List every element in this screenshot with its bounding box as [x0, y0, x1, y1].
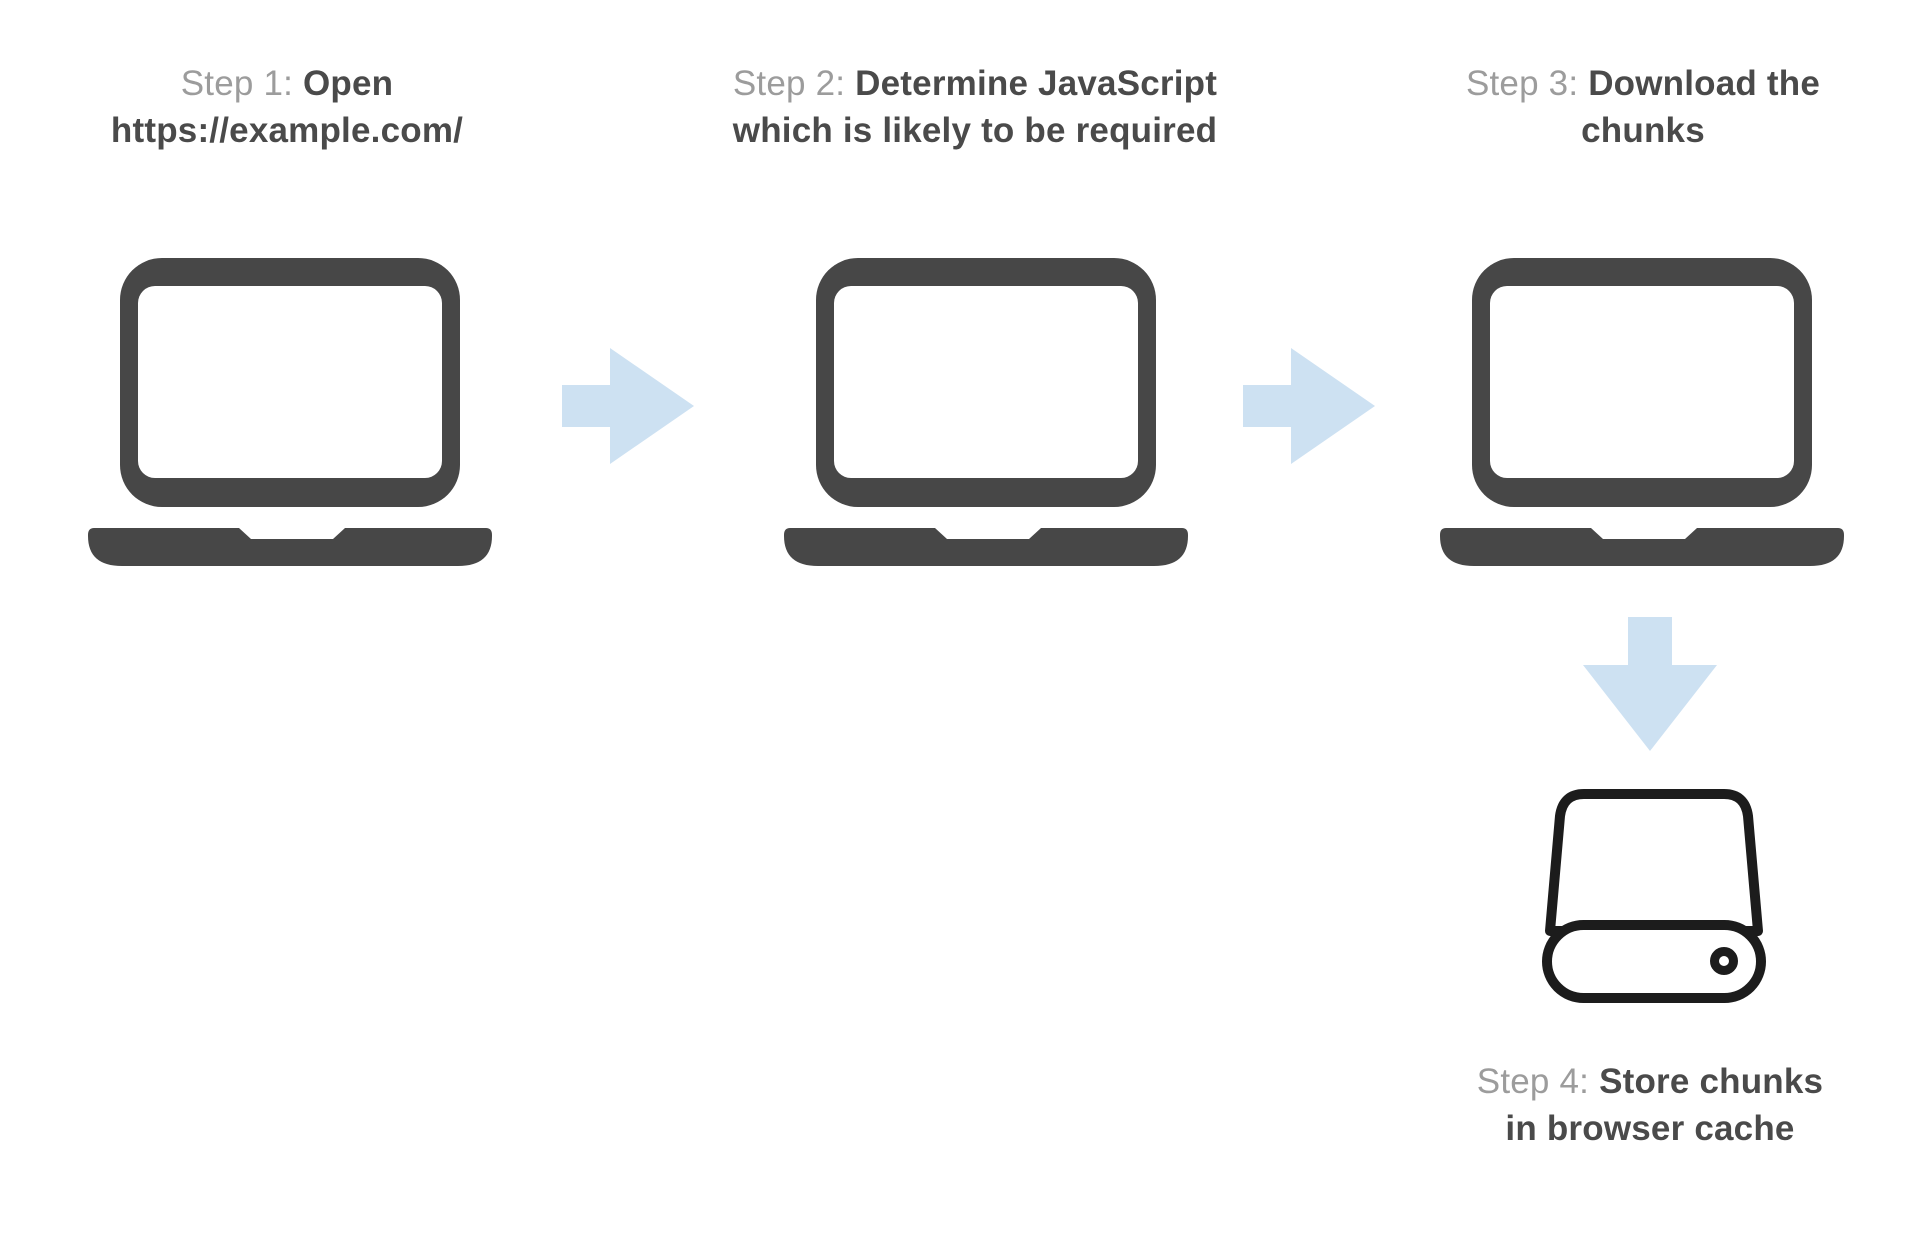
step-4-caption-line-2: in browser cache — [1505, 1109, 1795, 1148]
step-2-label: Step 2: — [732, 64, 846, 103]
arrow-right-icon — [1243, 348, 1375, 464]
step-3-caption-line-2: chunks — [1581, 111, 1705, 150]
step-4-label: Step 4: — [1476, 1062, 1590, 1101]
step-1-caption-line-1: Step 1: Open — [37, 60, 537, 107]
laptop-icon — [1440, 258, 1844, 566]
step-2-title: Determine JavaScript — [855, 64, 1218, 103]
step-2-caption: Step 2: Determine JavaScript which is li… — [655, 60, 1295, 154]
step-1-caption-line-2: https://example.com/ — [110, 111, 464, 150]
step-3-caption-line-1: Step 3: Download the — [1393, 60, 1893, 107]
step-2-caption-line-2: which is likely to be required — [732, 111, 1218, 150]
laptop-icon — [784, 258, 1188, 566]
step-3-title: Download the — [1588, 64, 1821, 103]
step-4-caption: Step 4: Store chunks in browser cache — [1400, 1058, 1900, 1152]
step-2-caption-line-1: Step 2: Determine JavaScript — [655, 60, 1295, 107]
step-1-caption: Step 1: Open https://example.com/ — [37, 60, 537, 154]
step-4-caption-line-1: Step 4: Store chunks — [1400, 1058, 1900, 1105]
drive-led-dot — [1710, 947, 1738, 975]
arrow-right-icon — [562, 348, 694, 464]
hard-drive-icon — [1542, 789, 1766, 1003]
step-4-title: Store chunks — [1599, 1062, 1824, 1101]
step-3-caption: Step 3: Download the chunks — [1393, 60, 1893, 154]
arrow-down-icon — [1583, 617, 1717, 751]
step-1-title: Open — [303, 64, 394, 103]
step-3-label: Step 3: — [1465, 64, 1579, 103]
step-1-label: Step 1: — [180, 64, 294, 103]
laptop-icon — [88, 258, 492, 566]
